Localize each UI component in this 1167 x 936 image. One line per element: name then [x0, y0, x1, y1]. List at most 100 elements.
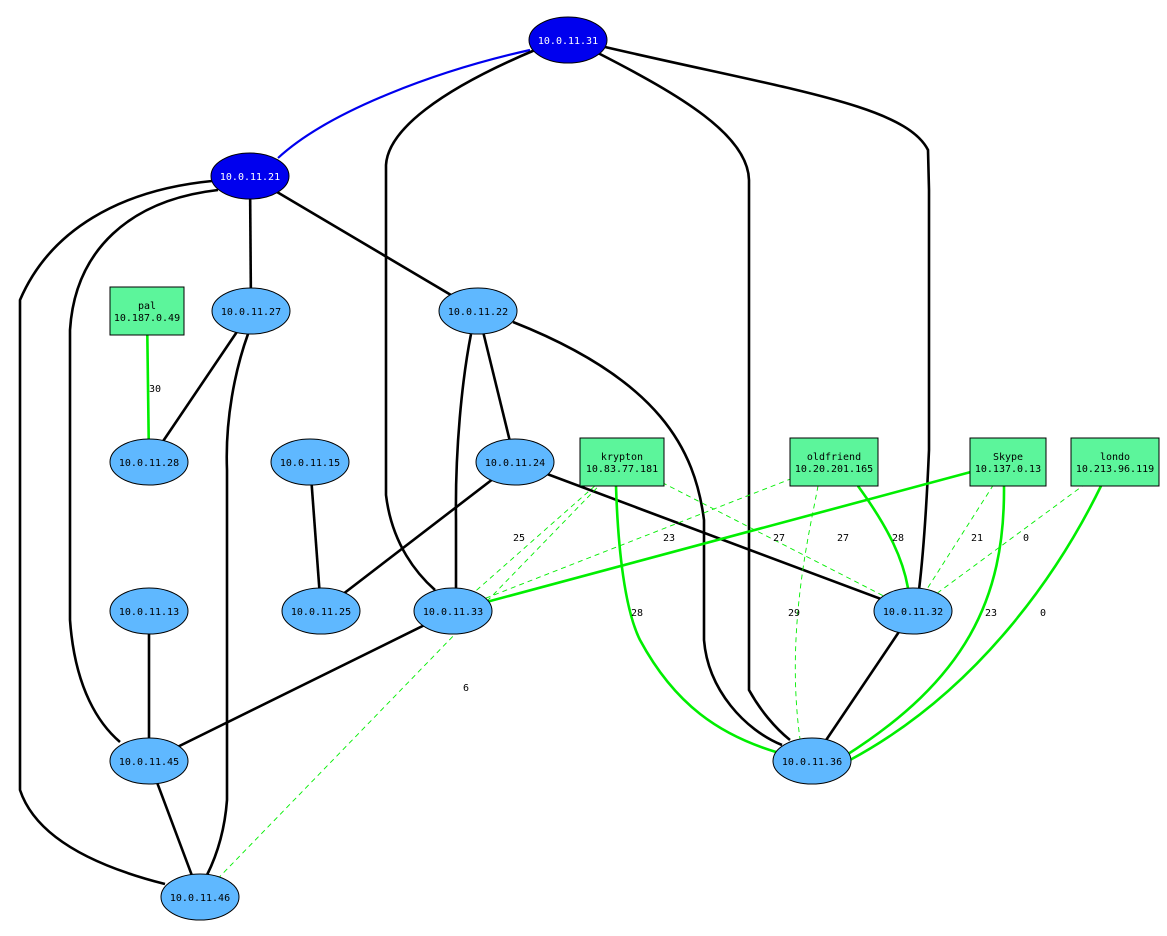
node-address: 10.0.11.27 — [221, 307, 281, 318]
node-n13[interactable]: 10.0.11.13 — [109, 587, 189, 635]
node-ellipse — [210, 152, 290, 200]
edge-pal-to-n28 — [145, 310, 151, 463]
node-ellipse — [270, 438, 350, 486]
node-name: londo — [1100, 452, 1130, 463]
edge-label: 6 — [463, 683, 469, 694]
node-n24[interactable]: 10.0.11.24 — [475, 438, 555, 486]
edge-label-text: 27 — [837, 533, 849, 544]
edge-label-text: 30 — [149, 384, 161, 395]
node-ellipse — [109, 438, 189, 486]
node-address: 10.187.0.49 — [114, 313, 180, 324]
edge-label-text: 28 — [892, 533, 904, 544]
node-box — [579, 437, 665, 487]
node-address: 10.83.77.181 — [586, 464, 658, 475]
edge-n24-to-n32 — [514, 460, 914, 613]
node-n46[interactable]: 10.0.11.46 — [160, 873, 240, 921]
node-box — [109, 286, 185, 336]
node-n36[interactable]: 10.0.11.36 — [772, 737, 852, 785]
node-ellipse — [475, 438, 555, 486]
edge-label-text: 23 — [985, 608, 997, 619]
node-n15[interactable]: 10.0.11.15 — [270, 438, 350, 486]
edge-n15-to-n25 — [308, 461, 323, 612]
edge-krypton-to-n36 — [614, 485, 777, 754]
edge-n22-to-n24 — [476, 310, 517, 463]
node-r31[interactable]: 10.0.11.31 — [528, 16, 608, 64]
node-address: 10.0.11.21 — [220, 172, 280, 183]
node-n22[interactable]: 10.0.11.22 — [438, 287, 518, 335]
edge-label: 0 — [1040, 608, 1046, 619]
edge-n24-to-n25 — [320, 460, 516, 613]
node-address: 10.0.11.25 — [291, 607, 351, 618]
node-ellipse — [160, 873, 240, 921]
edge-skype-to-n33 — [452, 460, 1009, 613]
node-layer: 10.0.11.31 10.0.11.21 10.0.11.27 10.0.11.22… — [109, 16, 1160, 921]
node-n28[interactable]: 10.0.11.28 — [109, 438, 189, 486]
edge-r31-to-n36 — [597, 51, 791, 742]
edge-label: 27 — [837, 533, 849, 544]
node-ellipse — [211, 287, 291, 335]
node-address: 10.0.11.22 — [448, 307, 508, 318]
edge-label-text: 25 — [513, 533, 525, 544]
node-address: 10.0.11.33 — [423, 607, 483, 618]
node-n32[interactable]: 10.0.11.32 — [873, 587, 953, 635]
edge-n33-to-n45 — [148, 609, 454, 763]
edge-krypton-to-n46 — [199, 461, 623, 898]
node-n27[interactable]: 10.0.11.27 — [211, 287, 291, 335]
edge-label-text: 0 — [1023, 533, 1029, 544]
edge-label-text: 0 — [1040, 608, 1046, 619]
node-ellipse — [873, 587, 953, 635]
node-address: 10.0.11.24 — [485, 458, 545, 469]
node-address: 10.0.11.36 — [782, 757, 842, 768]
edge-layer — [18, 45, 1116, 898]
node-box — [1070, 437, 1160, 487]
edge-r21-to-n45 — [68, 188, 219, 743]
node-ellipse — [438, 287, 518, 335]
edge-skype-to-n32 — [912, 461, 1009, 612]
edge-r31-to-n33 — [384, 48, 536, 591]
node-r21[interactable]: 10.0.11.21 — [210, 152, 290, 200]
edge-skype-to-n36 — [844, 485, 1006, 758]
edge-n22-to-n33 — [454, 333, 473, 588]
edge-krypton-to-n33 — [452, 461, 623, 612]
node-address: 10.0.11.28 — [119, 458, 179, 469]
node-ellipse — [528, 16, 608, 64]
node-ellipse — [772, 737, 852, 785]
edge-label-text: 28 — [631, 608, 643, 619]
node-ellipse — [109, 737, 189, 785]
edge-londo-to-n36 — [849, 485, 1103, 762]
node-address: 10.0.11.13 — [119, 607, 179, 618]
edge-r31-to-r21 — [277, 48, 531, 159]
node-n25[interactable]: 10.0.11.25 — [281, 587, 361, 635]
node-name: oldfriend — [807, 452, 861, 463]
edge-londo-to-n32 — [912, 461, 1116, 612]
edge-r21-to-n46 — [18, 179, 213, 886]
node-box — [969, 437, 1047, 487]
edge-label: 30 — [149, 384, 161, 395]
node-address: 10.0.11.32 — [883, 607, 943, 618]
node-n33[interactable]: 10.0.11.33 — [413, 587, 493, 635]
edge-label: 23 — [985, 608, 997, 619]
edge-label-text: 29 — [788, 608, 800, 619]
edge-label: 27 — [773, 533, 785, 544]
node-address: 10.20.201.165 — [795, 464, 873, 475]
node-address: 10.0.11.31 — [538, 36, 598, 47]
edge-label: 28 — [892, 533, 904, 544]
edge-label: 29 — [788, 608, 800, 619]
node-ellipse — [413, 587, 493, 635]
node-address: 10.0.11.15 — [280, 458, 340, 469]
edge-label-text: 21 — [971, 533, 983, 544]
edge-n27-to-n28 — [147, 310, 253, 463]
node-address: 10.213.96.119 — [1076, 464, 1154, 475]
edge-label-text: 27 — [773, 533, 785, 544]
edge-label: 21 — [971, 533, 983, 544]
node-n45[interactable]: 10.0.11.45 — [109, 737, 189, 785]
node-name: pal — [138, 301, 156, 312]
edge-n27-to-n46 — [205, 333, 250, 876]
